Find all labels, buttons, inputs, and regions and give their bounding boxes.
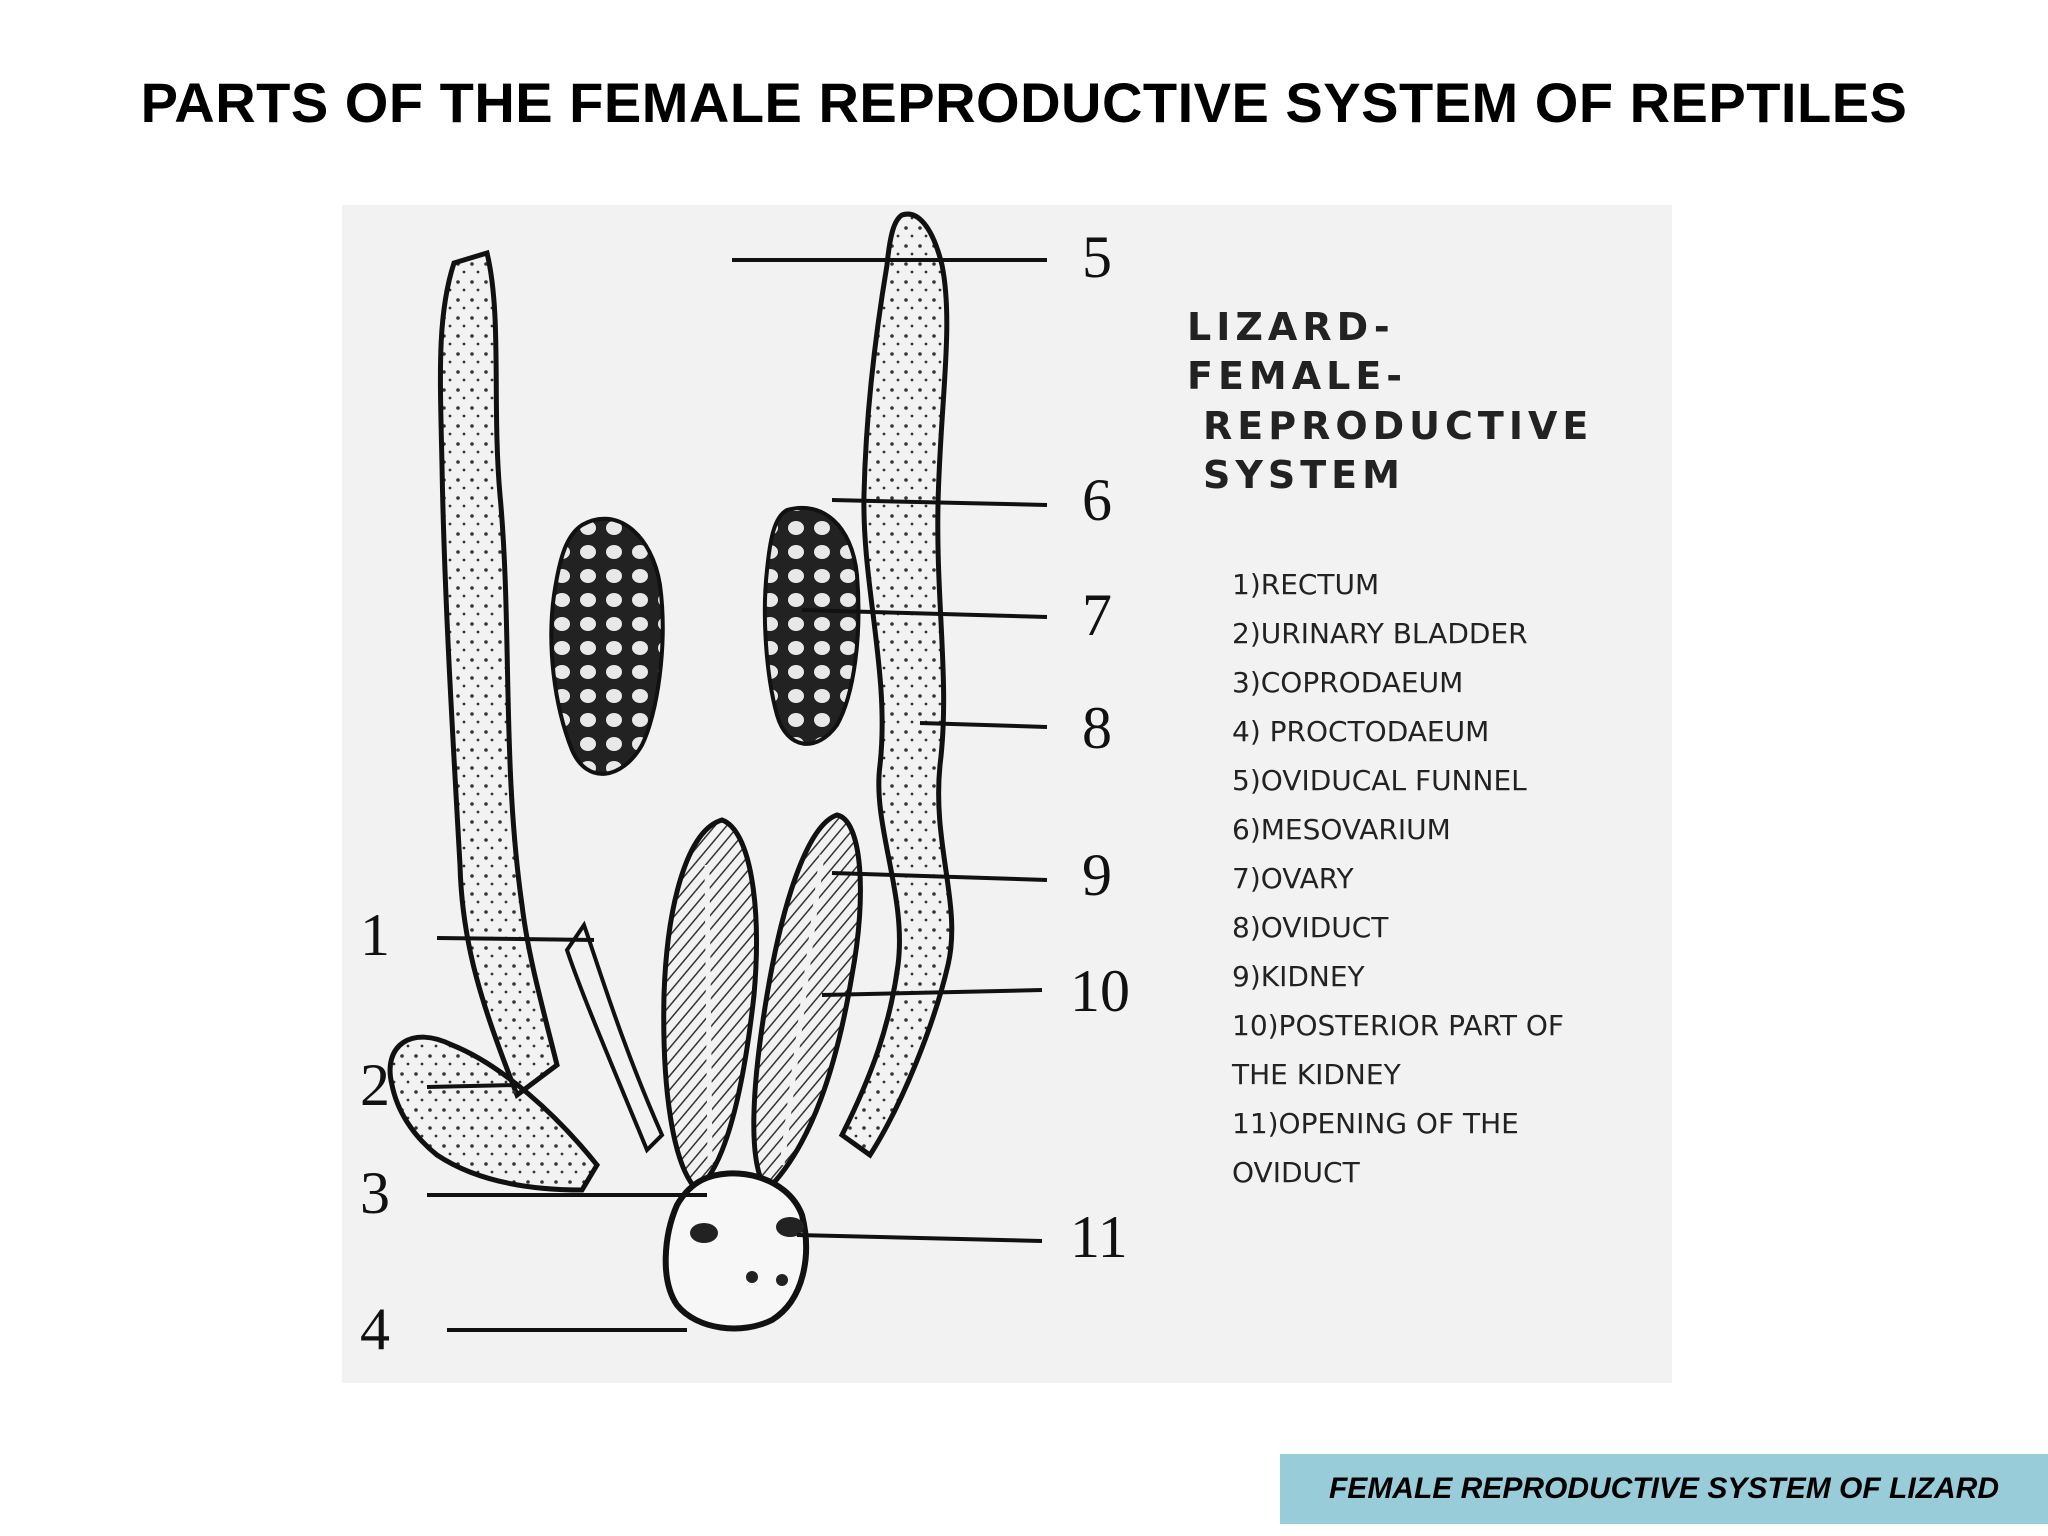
left-oviduct xyxy=(437,249,560,1099)
legend-item: OVIDUCT xyxy=(1232,1156,1360,1189)
label-7: 7 xyxy=(1082,582,1112,648)
diagram-drawing xyxy=(387,211,1048,1332)
urinary-bladder xyxy=(387,1034,601,1193)
legend-item: 3)COPRODAEUM xyxy=(1232,666,1464,699)
label-2: 2 xyxy=(360,1052,390,1118)
label-9: 9 xyxy=(1082,842,1112,908)
label-11: 11 xyxy=(1070,1204,1128,1270)
parts-legend: 1)RECTUM 2)URINARY BLADDER 3)COPRODAEUM … xyxy=(1232,560,1564,1197)
label-1: 1 xyxy=(360,902,390,968)
figure-title-line: SYSTEM xyxy=(1203,453,1405,498)
legend-item: 5)OVIDUCAL FUNNEL xyxy=(1232,764,1527,797)
leader-lines xyxy=(426,258,1048,1332)
label-5: 5 xyxy=(1082,224,1112,290)
figure-title-line: REPRODUCTIVE xyxy=(1203,403,1594,448)
lizard-reproductive-diagram: 5 6 7 8 9 10 11 1 2 3 4 LIZARD- FEMALE- … xyxy=(342,205,1672,1383)
figure-title: LIZARD- FEMALE- REPRODUCTIVE SYSTEM xyxy=(1187,303,1593,501)
cloaca xyxy=(662,1170,810,1332)
legend-item: 2)URINARY BLADDER xyxy=(1232,617,1528,650)
left-ovary xyxy=(549,516,665,776)
legend-item: 4) PROCTODAEUM xyxy=(1232,715,1490,748)
label-4: 4 xyxy=(360,1296,390,1362)
label-6: 6 xyxy=(1082,467,1112,533)
legend-item: 9)KIDNEY xyxy=(1232,960,1365,993)
right-oviduct xyxy=(838,211,955,1159)
legend-item: THE KIDNEY xyxy=(1232,1058,1401,1091)
label-3: 3 xyxy=(360,1160,390,1226)
legend-item: 8)OVIDUCT xyxy=(1232,911,1389,944)
legend-item: 10)POSTERIOR PART OF xyxy=(1232,1009,1564,1042)
figure-title-line: LIZARD- xyxy=(1187,305,1395,349)
rectum xyxy=(564,920,665,1154)
right-ovary xyxy=(762,505,861,746)
footer-caption: FEMALE REPRODUCTIVE SYSTEM OF LIZARD xyxy=(1280,1454,2048,1524)
slide-title: PARTS OF THE FEMALE REPRODUCTIVE SYSTEM … xyxy=(140,71,1908,134)
label-10: 10 xyxy=(1070,958,1130,1024)
legend-item: 7)OVARY xyxy=(1232,862,1354,895)
figure-title-line: FEMALE- xyxy=(1187,354,1408,399)
label-8: 8 xyxy=(1082,695,1112,761)
legend-item: 11)OPENING OF THE xyxy=(1232,1107,1519,1140)
legend-item: 1)RECTUM xyxy=(1232,568,1380,601)
legend-item: 6)MESOVARIUM xyxy=(1232,813,1451,846)
